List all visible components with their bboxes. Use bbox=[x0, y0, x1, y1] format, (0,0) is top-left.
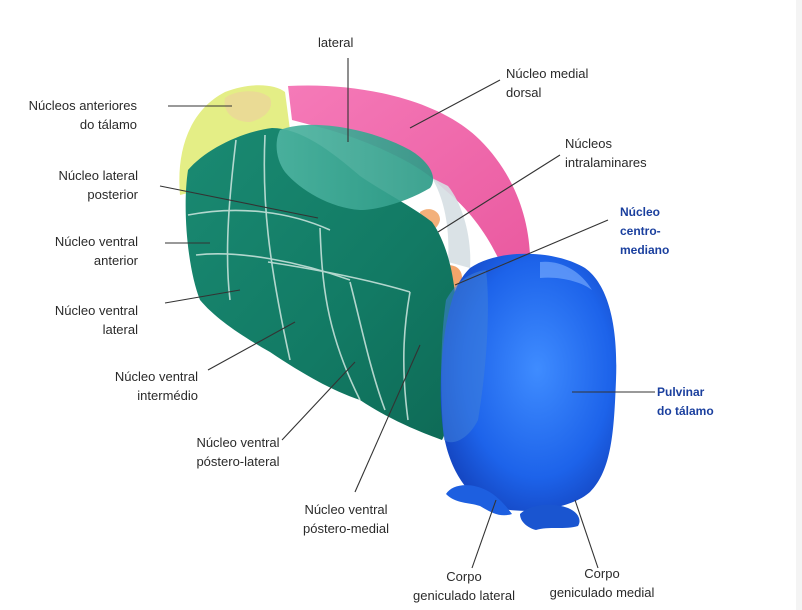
label-anterior-nuclei: Núcleos anteriores do tálamo bbox=[29, 96, 137, 134]
pulvinar-highlight bbox=[540, 261, 592, 290]
label-line: Núcleos bbox=[565, 136, 612, 151]
nuclei-dividers bbox=[187, 134, 411, 421]
label-medial-geniculate: Corpo geniculado medial bbox=[540, 564, 664, 602]
label-intralaminar: Núcleos intralaminares bbox=[565, 134, 647, 172]
label-line: anterior bbox=[93, 253, 138, 268]
pulvinar-overlap bbox=[441, 270, 488, 443]
label-line: Corpo bbox=[446, 569, 482, 584]
label-line: mediano bbox=[620, 243, 670, 257]
label-line: lateral bbox=[102, 322, 138, 337]
label-line: do tálamo bbox=[657, 404, 714, 418]
label-ventral-postero-medial: Núcleo ventral póstero-medial bbox=[288, 500, 404, 538]
lateral-geniculate-region bbox=[446, 485, 512, 516]
label-line: Núcleo ventral bbox=[304, 502, 388, 517]
label-pulvinar: Pulvinar do tálamo bbox=[657, 383, 714, 421]
label-lateral-posterior: Núcleo lateral posterior bbox=[59, 166, 139, 204]
label-medial-dorsal: Núcleo medial dorsal bbox=[506, 64, 588, 102]
medial-geniculate-region bbox=[520, 504, 580, 530]
label-line: Núcleo ventral bbox=[54, 303, 138, 318]
label-line: Núcleos anteriores bbox=[28, 98, 137, 113]
label-line: Corpo bbox=[584, 566, 620, 581]
label-line: geniculado lateral bbox=[413, 588, 515, 603]
label-line: póstero-medial bbox=[303, 521, 389, 536]
label-line: Núcleo lateral bbox=[58, 168, 139, 183]
label-centro-mediano: Núcleo centro- mediano bbox=[620, 203, 669, 260]
label-ventral-intermedio: Núcleo ventral intermédio bbox=[115, 367, 198, 405]
label-ventral-postero-lateral: Núcleo ventral póstero-lateral bbox=[178, 433, 298, 471]
label-line: lateral bbox=[318, 35, 354, 50]
label-line: Núcleo ventral bbox=[196, 435, 280, 450]
label-line: do tálamo bbox=[79, 117, 137, 132]
label-line: posterior bbox=[87, 187, 138, 202]
label-line: intralaminares bbox=[565, 155, 647, 170]
leader-lines bbox=[159, 58, 655, 569]
label-line: geniculado medial bbox=[549, 585, 655, 600]
right-edge-strip bbox=[796, 0, 802, 610]
label-line: Núcleo medial bbox=[506, 66, 589, 81]
label-line: intermédio bbox=[137, 388, 198, 403]
label-line: Pulvinar bbox=[657, 385, 705, 399]
ventral-group-region bbox=[185, 128, 457, 440]
label-lateral-geniculate: Corpo geniculado lateral bbox=[400, 567, 528, 605]
label-line: Núcleo ventral bbox=[54, 234, 138, 249]
label-line: centro- bbox=[620, 224, 661, 238]
label-line: Núcleo bbox=[620, 205, 661, 219]
intralaminar-band bbox=[432, 178, 471, 268]
label-line: póstero-lateral bbox=[196, 454, 280, 469]
label-ventral-anterior: Núcleo ventral anterior bbox=[55, 232, 138, 270]
label-line: dorsal bbox=[506, 85, 542, 100]
label-line: Núcleo ventral bbox=[114, 369, 198, 384]
label-ventral-lateral: Núcleo ventral lateral bbox=[55, 301, 138, 339]
anterior-nuclei-patch bbox=[224, 91, 272, 122]
lateral-posterior-region bbox=[276, 124, 434, 210]
label-lateral: lateral bbox=[318, 33, 353, 52]
